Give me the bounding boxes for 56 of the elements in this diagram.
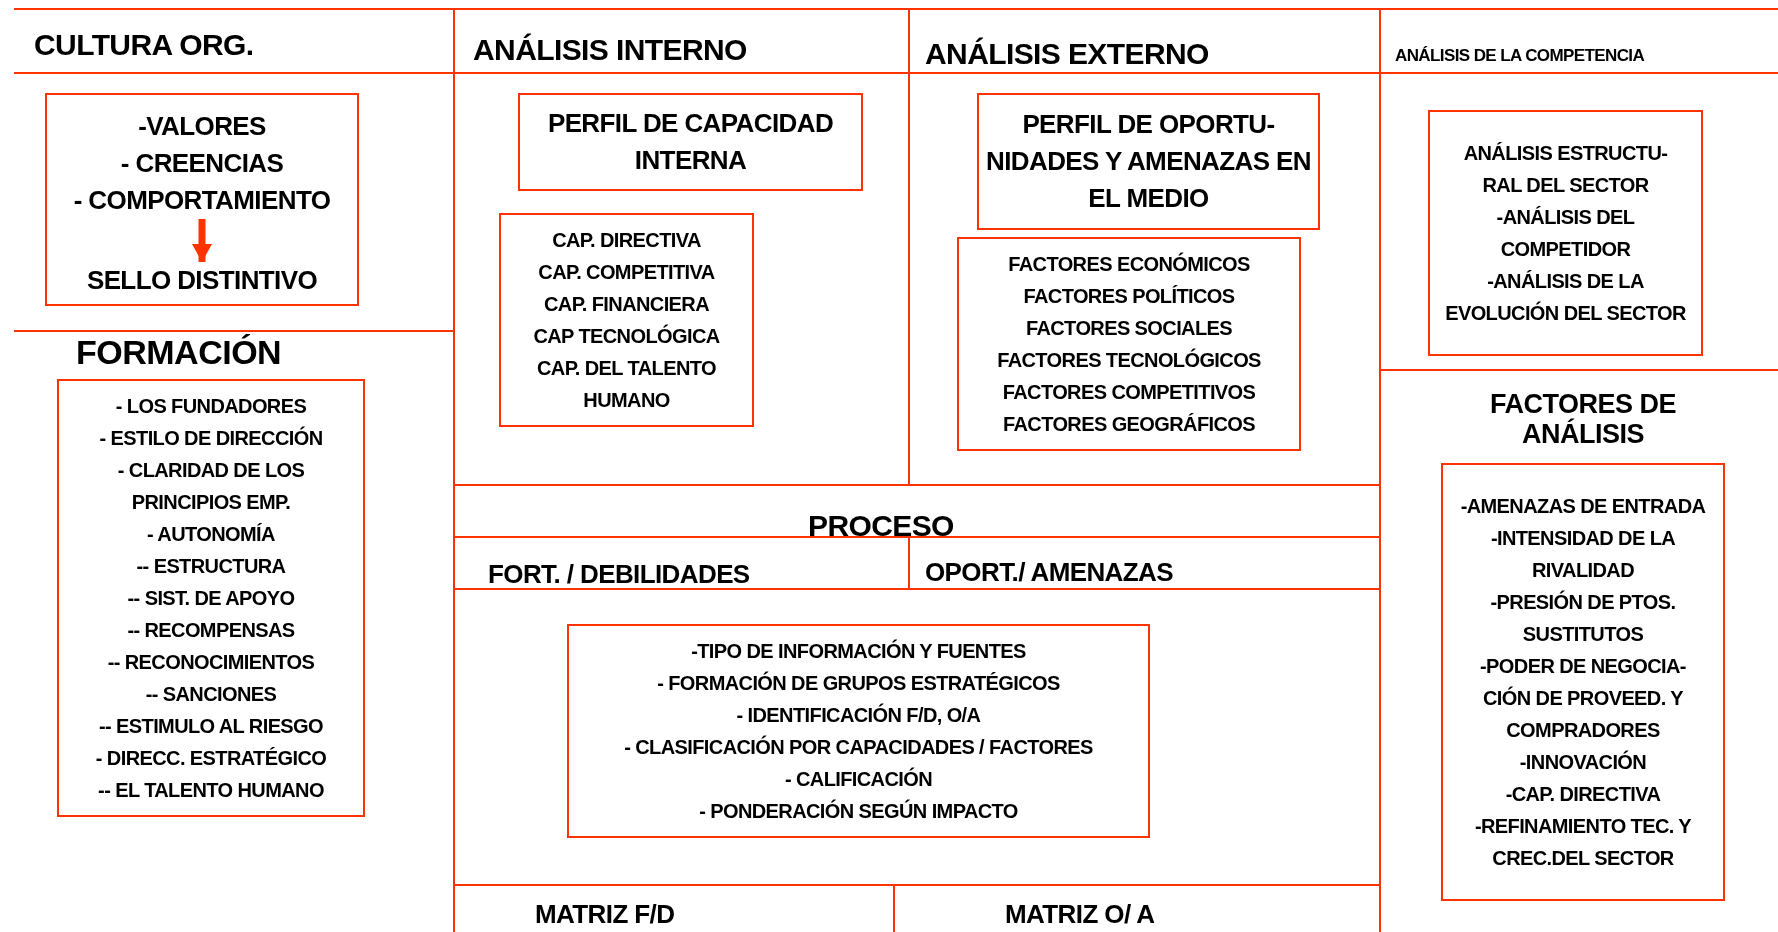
box-text: FACTORES SOCIALES <box>1025 316 1233 341</box>
section-heading: FORMACIÓN <box>76 334 282 372</box>
box-text: - IDENTIFICACIÓN F/D, O/A <box>736 702 981 728</box>
section-heading: OPORT./ AMENAZAS <box>925 558 1173 587</box>
box-text: -- EL TALENTO HUMANO <box>98 778 324 803</box>
box-text: - LOS FUNDADORES <box>115 394 307 419</box>
box-text: -VALORES <box>137 110 267 143</box>
box-text: -ANÁLISIS DE LA EVOLUCIÓN DEL SECTOR <box>1444 269 1687 326</box>
box-text: PERFIL DE CAPACIDAD INTERNA <box>546 107 835 177</box>
box-text: - CLARIDAD DE LOS PRINCIPIOS EMP. <box>116 458 306 515</box>
box-text: FACTORES ECONÓMICOS <box>1008 251 1250 277</box>
box-text: -PODER DE NEGOCIA- CIÓN DE PROVEED. Y COMPRADORES <box>1479 654 1687 743</box>
box-text: -- RECOMPENSAS <box>127 618 295 643</box>
section-heading: FACTORES DE ANÁLISIS <box>1489 390 1677 450</box>
box-text: FACTORES GEOGRÁFICOS <box>1002 412 1256 437</box>
box-text: -AMENAZAS DE ENTRADA <box>1460 494 1706 519</box>
section-heading: ANÁLISIS EXTERNO <box>925 37 1209 70</box>
box-text: - COMPORTAMIENTO <box>72 184 332 217</box>
box-text: - AUTONOMÍA <box>147 522 275 547</box>
box-text: CAP TECNOLÓGICA <box>533 323 720 349</box>
box-text: FACTORES TECNOLÓGICOS <box>997 347 1261 373</box>
box-text: CAP. COMPETITIVA <box>538 260 715 285</box>
box-text: SELLO DISTINTIVO <box>85 264 319 297</box>
box-text: - FORMACIÓN DE GRUPOS ESTRATÉGICOS <box>657 670 1060 696</box>
box-text: PERFIL DE OPORTU- NIDADES Y AMENAZAS EN EL MEDIO <box>985 108 1312 215</box>
box-text: -TIPO DE INFORMACIÓN Y FUENTES <box>691 638 1026 664</box>
box-text: -- ESTRUCTURA <box>136 554 286 579</box>
box-text: - CLASIFICACIÓN POR CAPACIDADES / FACTORES <box>624 734 1093 760</box>
box-text: CAP. DEL TALENTO HUMANO <box>536 356 717 413</box>
box-text: - ESTILO DE DIRECCIÓN <box>99 425 323 451</box>
section-heading: MATRIZ F/D <box>535 900 675 929</box>
box-text: -ANÁLISIS DEL COMPETIDOR <box>1495 205 1636 262</box>
box-text: -- RECONOCIMIENTOS <box>107 650 315 675</box>
box-text: ANÁLISIS ESTRUCTU- RAL DEL SECTOR <box>1462 141 1669 198</box>
box-text: -- SIST. DE APOYO <box>127 586 295 611</box>
box-text: -CAP. DIRECTIVA <box>1505 782 1661 807</box>
box-text: CAP. FINANCIERA <box>543 292 710 317</box>
box-text: -- SANCIONES <box>145 682 277 707</box>
box-text: -PRESIÓN DE PTOS. SUSTITUTOS <box>1489 589 1677 647</box>
box-text: -INTENSIDAD DE LA RIVALIDAD <box>1489 526 1677 583</box>
section-heading: PROCESO <box>808 509 954 542</box>
section-heading: ANÁLISIS DE LA COMPETENCIA <box>1395 47 1645 66</box>
section-heading: MATRIZ O/ A <box>1005 900 1155 929</box>
box-text: -- ESTIMULO AL RIESGO <box>98 714 324 739</box>
section-heading: CULTURA ORG. <box>34 28 254 61</box>
box-text: FACTORES COMPETITIVOS <box>1002 380 1256 405</box>
box-text: CAP. DIRECTIVA <box>552 228 701 253</box>
box-text: - DIRECC. ESTRATÉGICO <box>95 746 327 771</box>
box-text: - CREENCIAS <box>119 147 285 180</box>
section-heading: ANÁLISIS INTERNO <box>473 33 747 66</box>
box-text: -INNOVACIÓN <box>1519 749 1647 775</box>
box-text: - CALIFICACIÓN <box>784 766 933 792</box>
section-heading: FORT. / DEBILIDADES <box>488 560 750 589</box>
box-text: -REFINAMIENTO TEC. Y CREC.DEL SECTOR <box>1473 814 1693 871</box>
box-text: FACTORES POLÍTICOS <box>1023 284 1235 309</box>
box-text: - PONDERACIÓN SEGÚN IMPACTO <box>699 798 1018 824</box>
